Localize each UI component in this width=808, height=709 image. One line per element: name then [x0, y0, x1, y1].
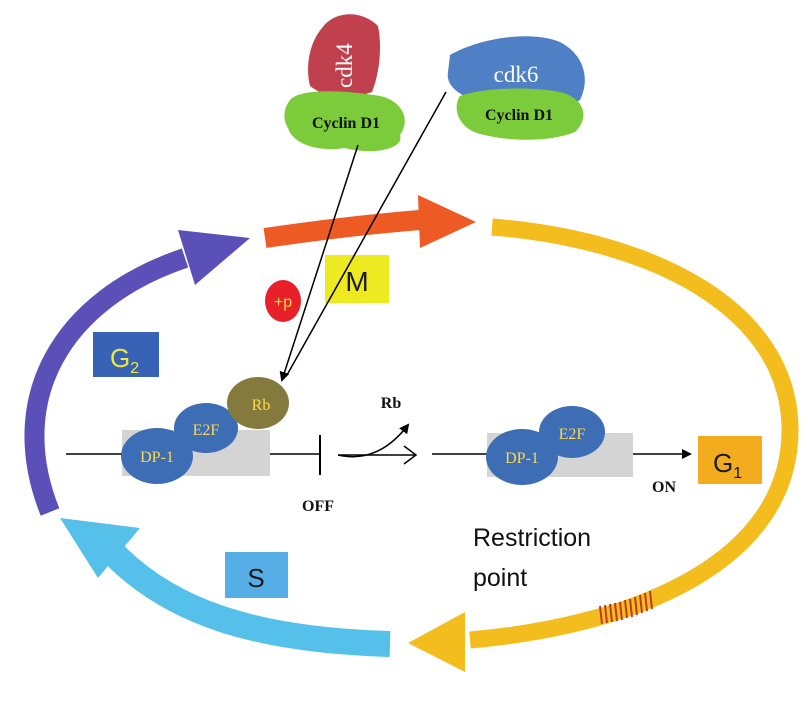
rb-release-arrow	[337, 423, 410, 458]
rb-released-label: Rb	[381, 395, 402, 412]
g1-arrow	[408, 218, 799, 672]
g2-phase-label: G2	[93, 332, 159, 377]
cdk6-cyclin-shape	[456, 88, 584, 140]
dp1-right	[486, 429, 558, 485]
s-phase-label: S	[225, 552, 288, 598]
m-arrow	[263, 195, 476, 248]
restriction-point-label: Restriction point	[473, 524, 591, 592]
rb-bound	[227, 377, 289, 429]
dp1-right-label: DP-1	[505, 450, 539, 467]
on-label: ON	[652, 479, 676, 496]
cdk6-to-rb-line	[286, 91, 447, 376]
transition-arrowhead	[403, 445, 418, 465]
g1-phase-text: G1	[713, 448, 742, 482]
phosphate-text: +p	[274, 294, 292, 311]
e2f-left	[174, 403, 238, 453]
e2f-right-label: E2F	[559, 426, 586, 443]
rb-release: Rb	[337, 395, 418, 465]
cdk4-cyclin-label: Cyclin D1	[312, 115, 380, 132]
cdk6-cyclin-label: Cyclin D1	[485, 107, 553, 124]
restriction-text-line2: point	[473, 564, 527, 592]
dp1-left	[121, 428, 193, 484]
restriction-text-line1: Restriction	[473, 524, 591, 552]
repressed-promoter: DP-1 E2F Rb OFF	[66, 377, 334, 515]
cdk4-to-rb-arrow	[279, 144, 359, 382]
active-promoter: DP-1 E2F ON	[432, 406, 692, 496]
g2-phase-text: G2	[110, 343, 139, 377]
e2f-right	[539, 406, 605, 458]
dp1-left-label: DP-1	[140, 449, 174, 466]
cdk6-cyclin-d1-complex: cdk6 Cyclin D1	[447, 36, 585, 140]
cdk4-cyclin-shape	[284, 91, 405, 152]
s-arrow	[60, 518, 391, 657]
cdk4-label: cdk4	[332, 43, 357, 88]
cdk6-label: cdk6	[494, 62, 539, 87]
s-phase-text: S	[247, 563, 264, 593]
cdk4-shape	[308, 14, 380, 97]
off-label: OFF	[302, 498, 334, 515]
g1-phase-label: G1	[698, 436, 762, 484]
restriction-point-marker	[599, 590, 653, 625]
cdk4-cyclin-d1-complex: cdk4 Cyclin D1	[284, 14, 405, 152]
m-phase-text: M	[345, 266, 368, 297]
rb-bound-label: Rb	[252, 397, 271, 414]
g2-arrow	[24, 230, 250, 516]
phosphate-badge: +p	[265, 280, 301, 322]
e2f-left-label: E2F	[193, 422, 220, 439]
m-phase-label: M	[325, 255, 389, 303]
